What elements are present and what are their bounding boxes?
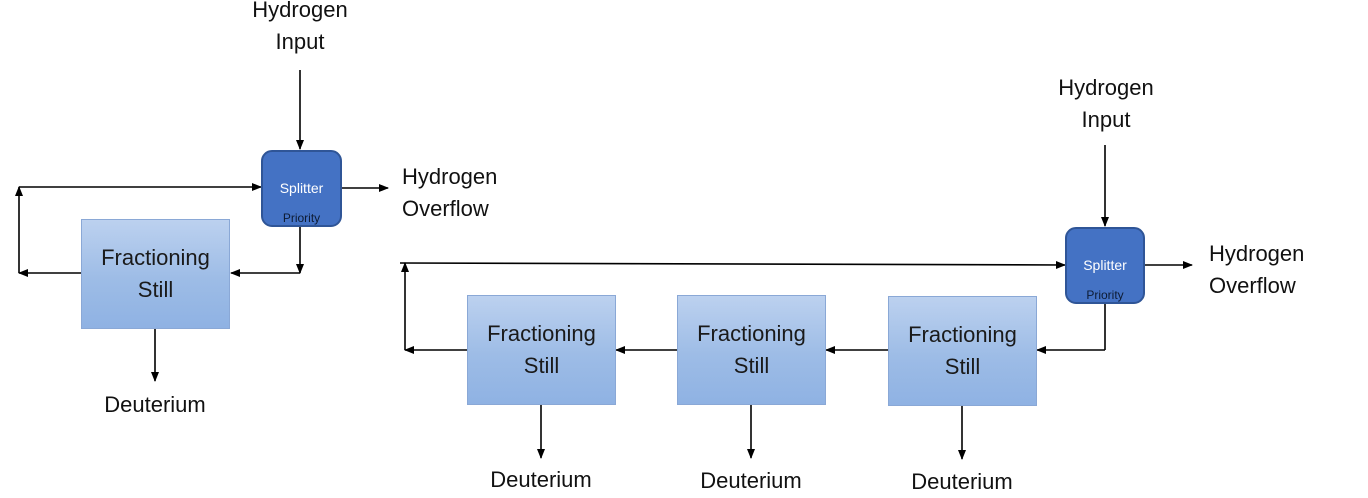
right-recycle-top-arrow bbox=[399, 260, 1066, 269]
right-fractioning-still-1: Fractioning Still bbox=[467, 295, 616, 405]
right-hydrogen-overflow-label: Hydrogen Overflow bbox=[1209, 241, 1305, 298]
right-still-2-label: Fractioning Still bbox=[697, 321, 806, 378]
right-still-3-label: Fractioning Still bbox=[908, 322, 1017, 379]
left-hydrogen-input-label: Hydrogen Input bbox=[252, 0, 348, 54]
left-hydrogen-overflow-label: Hydrogen Overflow bbox=[402, 164, 498, 221]
left-splitter: Splitter Priority bbox=[261, 150, 342, 227]
right-splitter-label: Splitter bbox=[1083, 257, 1127, 273]
right-deuterium-label-2: Deuterium bbox=[700, 468, 802, 493]
left-deuterium-label: Deuterium bbox=[104, 392, 206, 417]
right-deuterium-label-3: Deuterium bbox=[911, 469, 1013, 494]
left-splitter-priority: Priority bbox=[282, 211, 321, 225]
right-still-1-label: Fractioning Still bbox=[487, 321, 596, 378]
left-still-label: Fractioning Still bbox=[101, 245, 210, 302]
left-splitter-label: Splitter bbox=[279, 180, 324, 196]
right-fractioning-still-2: Fractioning Still bbox=[677, 295, 826, 405]
right-splitter-priority: Priority bbox=[1086, 288, 1124, 302]
right-splitter: Splitter Priority bbox=[1065, 227, 1145, 304]
right-fractioning-still-3: Fractioning Still bbox=[888, 296, 1037, 406]
right-deuterium-label-1: Deuterium bbox=[490, 467, 592, 492]
left-fractioning-still: Fractioning Still bbox=[81, 219, 230, 329]
right-hydrogen-input-label: Hydrogen Input bbox=[1058, 75, 1154, 132]
